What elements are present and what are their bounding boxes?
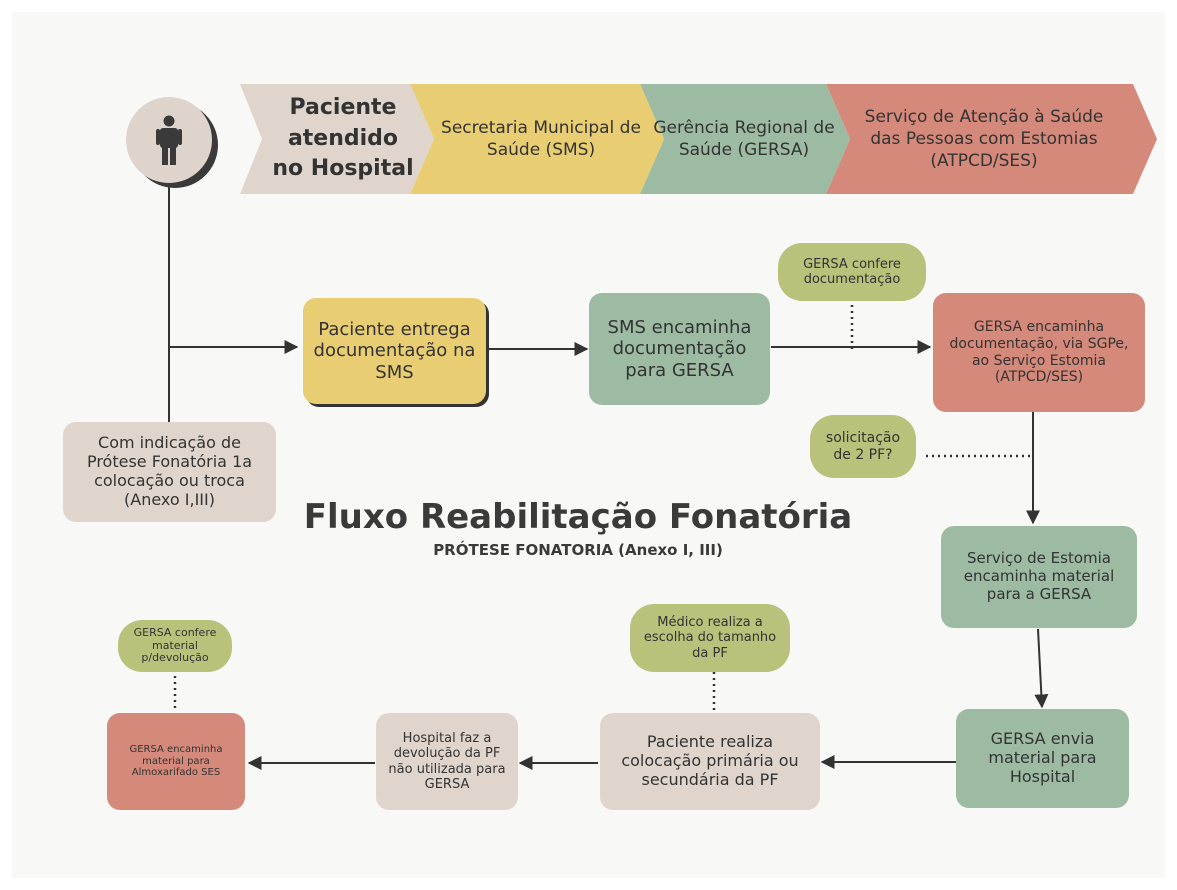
band-ses-label: Serviço de Atenção à Saúde das Pessoas c… (864, 106, 1104, 172)
diagram-subtitle: PRÓTESE FONATORIA (Anexo I, III) (433, 541, 723, 559)
node-sms-encaminha: SMS encaminha documentação para GERSA (589, 293, 770, 405)
node-hospital-devolucao: Hospital faz a devolução da PF não utili… (376, 713, 518, 810)
node-indicacao: Com indicação de Prótese Fonatória 1a co… (63, 422, 276, 522)
band-ses-shape (826, 84, 1157, 194)
band-sms-label: Secretaria Municipal de Saúde (SMS) (441, 117, 641, 160)
node-gersa-almox: GERSA encaminha material para Almoxarifa… (107, 713, 245, 810)
arrow-to-gersa-envia (1034, 628, 1049, 709)
node-solicitacao: solicitação de 2 PF? (810, 415, 916, 478)
patient-avatar (126, 97, 212, 183)
band-gersa-label: Gerência Regional de Saúde (GERSA) (653, 117, 835, 160)
diagram-title: Fluxo Reabilitação Fonatória (303, 497, 853, 537)
node-entrega: Paciente entrega documentação na SMS (303, 298, 486, 404)
node-medico: Médico realiza a escolha do tamanho da P… (630, 604, 790, 672)
node-gersa-confere-doc: GERSA confere documentação (778, 243, 926, 301)
band-patient-shape (240, 84, 434, 194)
person-icon (156, 115, 182, 165)
node-gersa-encaminha-doc: GERSA encaminha documentação, via SGPe, … (933, 293, 1145, 412)
node-paciente-realiza: Paciente realiza colocação primária ou s… (600, 713, 820, 810)
band-sms-shape (410, 84, 664, 194)
node-estomia-encaminha: Serviço de Estomia encaminha material pa… (941, 526, 1137, 628)
node-gersa-confere-mat: GERSA confere material p/devolução (118, 620, 232, 672)
band-gersa-shape (640, 84, 850, 194)
band-patient-label: Paciente atendido no Hospital (272, 94, 414, 182)
node-gersa-envia: GERSA envia material para Hospital (956, 709, 1129, 808)
